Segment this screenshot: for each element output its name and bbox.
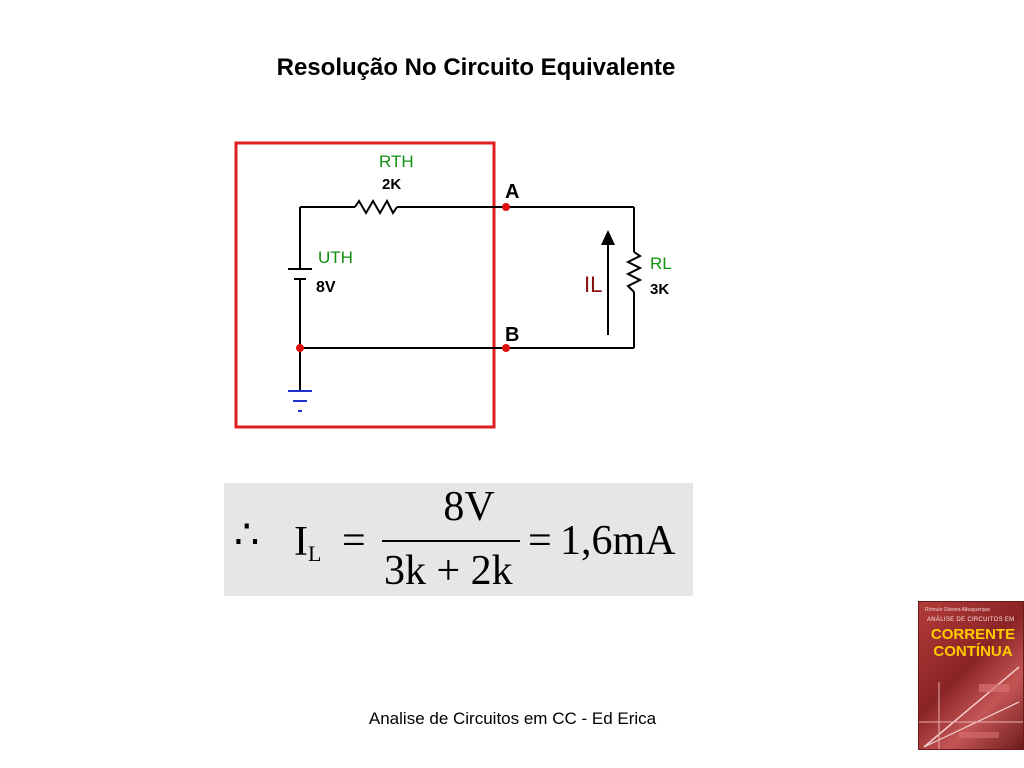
formula-box: ∴ IL = 8V 3k + 2k = 1,6mA	[224, 483, 693, 596]
book-cover-subtitle: ANÁLISE DE CIRCUITOS EM	[927, 617, 1015, 623]
book-cover-title: CORRENTE CONTÍNUA	[930, 626, 1016, 660]
book-cover-author: Rômulo Oliveira Albuquerque	[925, 607, 991, 613]
formula-result: 1,6mA	[560, 518, 676, 564]
therefore-symbol: ∴	[234, 512, 260, 557]
current-arrow	[601, 230, 615, 335]
rth-label: RTH	[379, 152, 414, 171]
footer-caption: Analise de Circuitos em CC - Ed Erica	[368, 709, 657, 728]
node-b-label: B	[505, 324, 519, 346]
ground-node-dot	[296, 344, 304, 352]
uth-value: 8V	[316, 279, 336, 296]
formula-equals-2: =	[528, 518, 552, 564]
rl-value: 3K	[650, 281, 669, 298]
rth-value: 2K	[382, 176, 401, 193]
book-cover-image: Rômulo Oliveira Albuquerque ANÁLISE DE C…	[918, 601, 1024, 750]
rl-resistor	[625, 251, 643, 293]
formula-il-sub: L	[308, 541, 322, 566]
ground-icon	[288, 390, 312, 412]
slide-title: Resolução No Circuito Equivalente	[276, 54, 676, 81]
formula-il-main: I	[294, 519, 308, 565]
rth-resistor	[354, 198, 398, 215]
book-cover-graphic	[919, 666, 1023, 749]
formula-equals-1: =	[342, 518, 366, 564]
node-a-dot	[502, 203, 510, 211]
formula-denominator: 3k + 2k	[384, 548, 513, 594]
circuit-diagram: RTH 2K UTH 8V A B IL RL 3K	[234, 141, 672, 429]
node-b-dot	[502, 344, 510, 352]
node-a-label: A	[505, 181, 519, 203]
formula-il: IL	[294, 518, 321, 567]
current-label: IL	[584, 272, 602, 297]
wires	[299, 206, 635, 391]
formula-numerator: 8V	[443, 484, 495, 530]
rl-label: RL	[650, 254, 672, 273]
thevenin-box	[234, 141, 496, 429]
uth-battery	[288, 268, 312, 280]
uth-label: UTH	[318, 248, 353, 267]
fraction-bar	[382, 540, 520, 542]
